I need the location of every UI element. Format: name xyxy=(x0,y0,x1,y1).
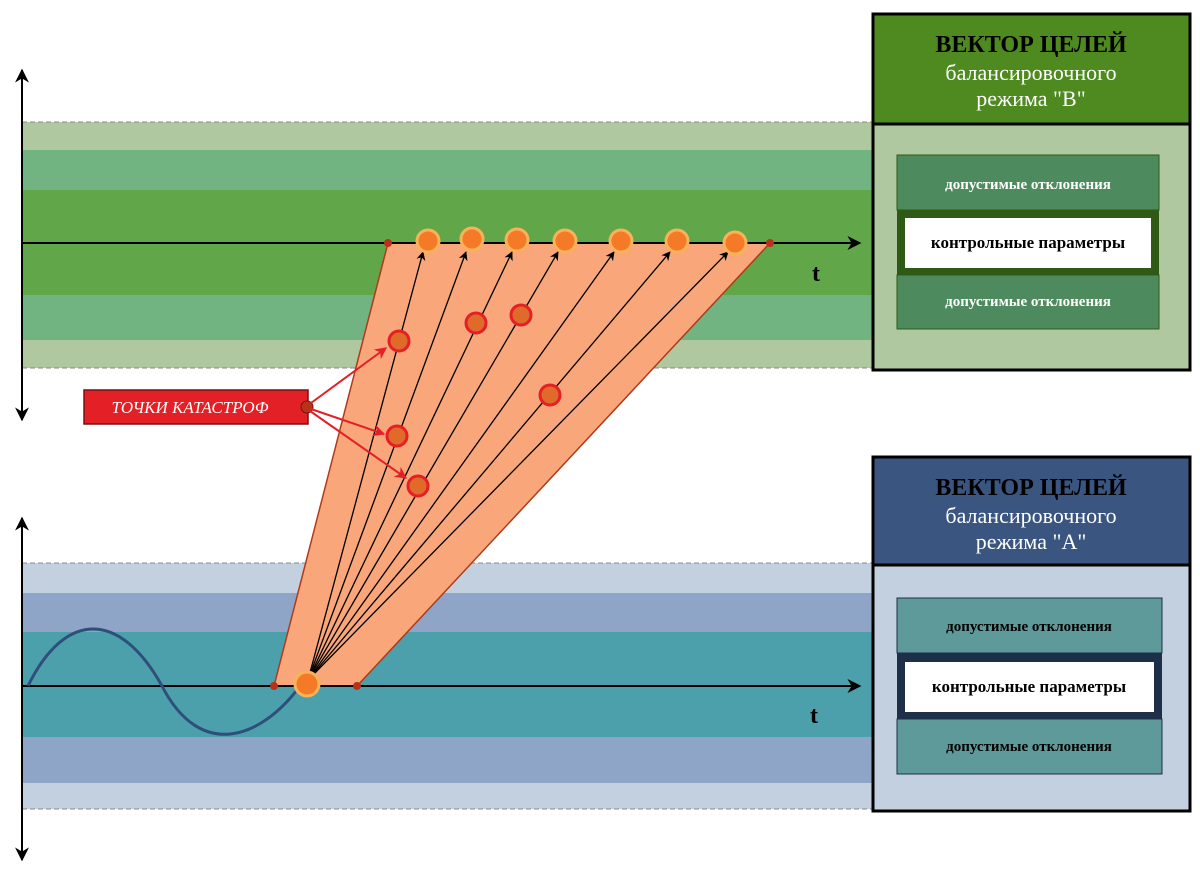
regime-b-control-params xyxy=(905,218,1151,268)
trajectory-arrow xyxy=(307,251,729,681)
bottom-axis-label: t xyxy=(810,703,818,729)
trajectory-arrow xyxy=(307,251,671,681)
regime-b-subtitle: балансировочного xyxy=(945,60,1116,85)
target-point xyxy=(608,228,634,254)
regime-b-lower-deviation xyxy=(896,274,1160,330)
regime-b-upper-deviation xyxy=(896,154,1160,211)
trajectory-arrows xyxy=(307,251,729,681)
target-point xyxy=(552,228,578,254)
start-point xyxy=(293,670,321,698)
target-point xyxy=(722,230,748,256)
regime-a-control-params-label: контрольные параметры xyxy=(932,677,1126,696)
regime-a-title: ВЕКТОР ЦЕЛЕЙ xyxy=(935,475,1127,501)
regime-b-panel: ВЕКТОР ЦЕЛЕЙ балансировочного режима "В"… xyxy=(871,12,1192,372)
regime-a-name: режима "А" xyxy=(976,529,1087,554)
trajectory-arrow xyxy=(307,251,468,681)
regime-a-upper-deviation-label: допустимые отклонения xyxy=(946,619,1112,635)
regime-b-name: режима "В" xyxy=(976,86,1085,111)
target-point xyxy=(415,228,441,254)
regime-b-control-params-label: контрольные параметры xyxy=(931,233,1125,252)
catastrophe-point xyxy=(385,424,409,448)
catastrophe-point xyxy=(538,383,562,407)
catastrophe-point xyxy=(387,329,411,353)
regime-b-lower-deviation-label: допустимые отклонения xyxy=(945,294,1111,310)
regime-a-subtitle: балансировочного xyxy=(945,503,1116,528)
catastrophe-point xyxy=(509,303,533,327)
target-point xyxy=(664,228,690,254)
regime-b-header xyxy=(871,12,1192,126)
fan-corner-points xyxy=(270,239,774,690)
regime-a-lower-deviation-label: допустимые отклонения xyxy=(946,739,1112,755)
catastrophe-point xyxy=(406,474,430,498)
target-points xyxy=(415,226,748,256)
regime-a-control-params xyxy=(905,662,1154,712)
top-axis-label: t xyxy=(812,261,820,287)
regime-a-upper-deviation xyxy=(896,597,1163,654)
catastrophe-label: ТОЧКИ КАТАСТРОФ xyxy=(111,398,268,417)
bottom-core-band xyxy=(22,632,872,737)
target-point xyxy=(459,226,485,252)
catastrophe-point xyxy=(464,311,488,335)
regime-a-lower-deviation xyxy=(896,718,1163,775)
catastrophe-source-dot xyxy=(300,400,314,414)
trajectory-arrow xyxy=(307,251,426,681)
target-point xyxy=(504,227,530,253)
catastrophe-points xyxy=(385,303,562,498)
regime-b-title: ВЕКТОР ЦЕЛЕЙ xyxy=(935,32,1127,58)
regime-a-header xyxy=(871,455,1192,567)
oscillation-curve xyxy=(26,627,302,736)
regime-b-upper-deviation-label: допустимые отклонения xyxy=(945,177,1111,193)
catastrophe-callout: ТОЧКИ КАТАСТРОФ xyxy=(83,347,407,479)
regime-a-panel: ВЕКТОР ЦЕЛЕЙ балансировочного режима "А"… xyxy=(871,455,1192,813)
trajectory-arrow xyxy=(307,251,615,681)
